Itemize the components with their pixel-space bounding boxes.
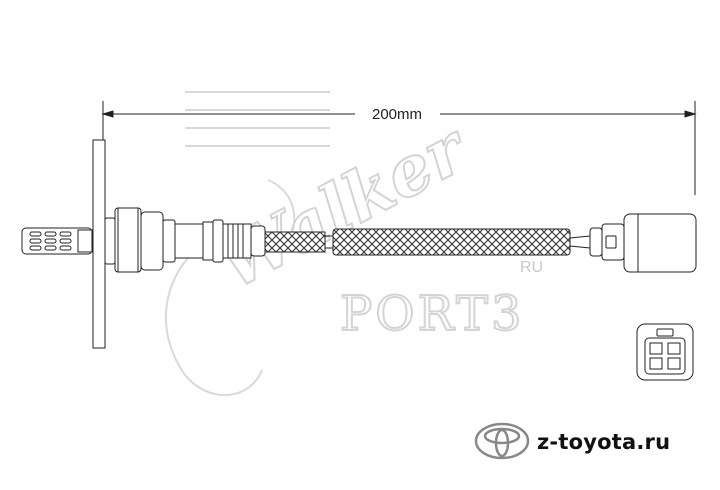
dimension-line bbox=[101, 101, 697, 240]
watermark-brand: Walker bbox=[205, 107, 482, 305]
site-name: z-toyota.ru bbox=[537, 430, 671, 454]
toyota-logo-icon bbox=[474, 422, 530, 460]
dimension-label: 200mm bbox=[372, 106, 422, 123]
watermark-site: PORT3 bbox=[340, 286, 525, 342]
sensor-body bbox=[104, 207, 266, 273]
connector-side bbox=[589, 213, 697, 273]
braided-harness bbox=[264, 228, 591, 256]
sensor-probe bbox=[21, 227, 93, 255]
connector-end bbox=[636, 323, 694, 381]
gasket-flange bbox=[92, 139, 106, 349]
watermark bbox=[164, 91, 330, 397]
watermark-tld: RU bbox=[520, 259, 543, 276]
